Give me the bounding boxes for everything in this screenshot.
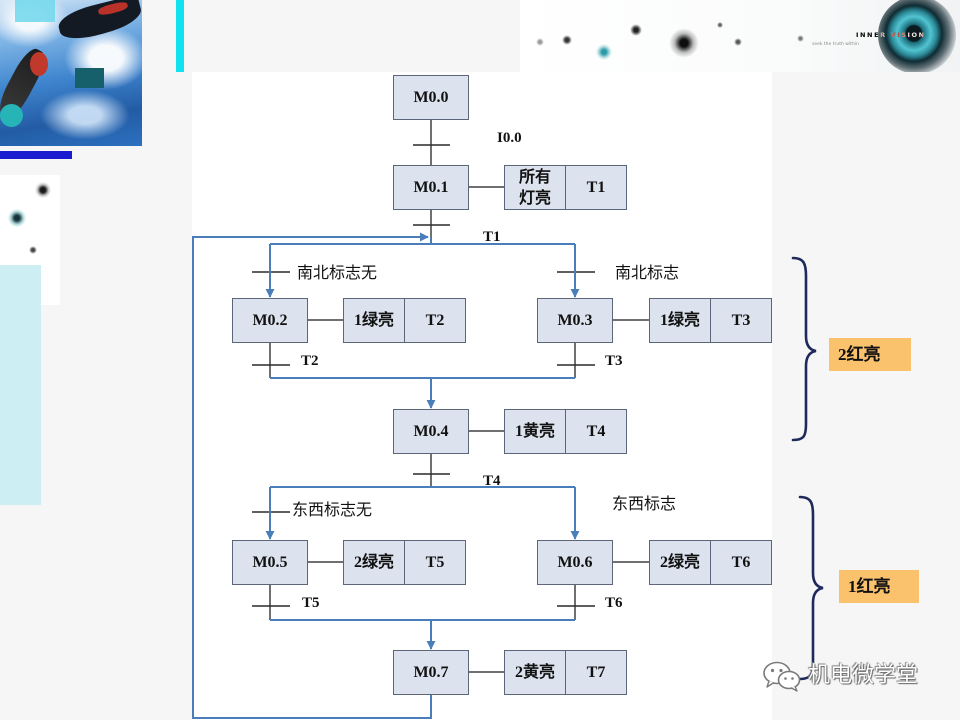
phase-label-2-red: 2红亮 [829,338,911,371]
bokeh-dot [562,35,572,45]
transition-label-i0-0: I0.0 [497,130,522,146]
accent-bar-horizontal [0,151,72,159]
action-box-m0-7: 2黄亮 T7 [504,650,627,695]
transition-label-ns-none: 南北标志无 [297,265,378,282]
action-box-m0-6: 2绿亮 T6 [649,540,772,585]
bokeh-dot [717,22,723,28]
bokeh-dot [29,246,37,254]
action-text: 2绿亮 [659,554,700,571]
eye-graphic [878,0,956,72]
watermark-text: 机电微学堂 [808,663,919,688]
phase-label-1-red: 1红亮 [839,570,919,603]
action-text: 1黄亮 [514,423,555,440]
diagram-panel [192,72,772,720]
step-m0-0: M0.0 [393,75,469,120]
bokeh-dot [536,38,544,46]
timer-label: T6 [710,541,771,584]
transition-label-t2: T2 [301,353,319,369]
timer-label: T4 [565,410,626,453]
action-box-m0-1: 所有 灯亮 T1 [504,165,627,210]
phase-brace-2-red [791,256,817,442]
bokeh-dot [797,35,804,42]
accent-circle [0,104,23,127]
banner-brand-text: INNER VISION [856,31,926,39]
step-m0-1: M0.1 [393,165,469,210]
wechat-icon [762,660,802,692]
accent-square-dark [75,68,104,88]
accent-bar-vertical [176,0,184,72]
bokeh-dot [35,182,51,198]
transition-label-ns: 南北标志 [615,265,680,282]
timer-label: T2 [404,299,465,342]
bokeh-dot [630,24,642,36]
timer-label: T1 [565,166,626,209]
timer-label: T5 [404,541,465,584]
action-text: 1绿亮 [659,312,700,329]
transition-label-t6: T6 [605,595,623,611]
accent-square [15,0,55,22]
action-text: 1绿亮 [353,312,394,329]
accent-bar-pale [0,265,41,505]
transition-label-ew-none: 东西标志无 [292,502,373,519]
step-m0-4: M0.4 [393,409,469,454]
timer-label: T3 [710,299,771,342]
rider-suit [30,52,48,76]
transition-label-t1: T1 [483,229,501,245]
step-m0-7: M0.7 [393,650,469,695]
bokeh-dot [734,38,742,46]
transition-label-t5: T5 [302,595,320,611]
bokeh-dot [596,44,612,60]
action-box-m0-5: 2绿亮 T5 [343,540,466,585]
banner-tagline: seek the truth within [812,42,859,47]
step-m0-2: M0.2 [232,298,308,343]
inner-vision-banner: INNER VISION seek the truth within [520,0,960,72]
timer-label: T7 [565,651,626,694]
bokeh-dot [669,28,699,58]
action-box-m0-2: 1绿亮 T2 [343,298,466,343]
action-text: 2黄亮 [514,664,555,681]
action-text: 所有 灯亮 [518,168,551,207]
action-box-m0-4: 1黄亮 T4 [504,409,627,454]
water-splash [40,90,130,140]
action-text: 2绿亮 [353,554,394,571]
jetski-photo [0,0,142,146]
step-m0-5: M0.5 [232,540,308,585]
phase-brace-1-red [798,495,824,681]
transition-label-t3: T3 [605,353,623,369]
step-m0-3: M0.3 [537,298,613,343]
loop-back-line [192,232,432,719]
step-m0-6: M0.6 [537,540,613,585]
transition-label-t4: T4 [483,473,501,489]
action-box-m0-3: 1绿亮 T3 [649,298,772,343]
transition-label-ew: 东西标志 [612,496,677,513]
bokeh-dot [8,209,26,227]
